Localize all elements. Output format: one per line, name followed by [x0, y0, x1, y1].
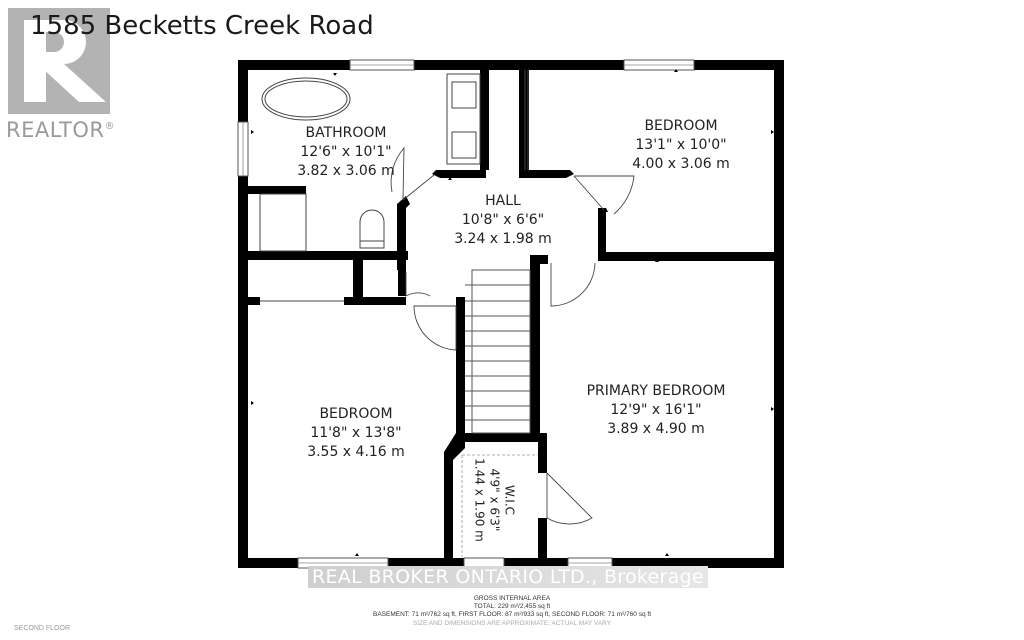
room-label-bedroom-northeast: BEDROOM 13'1" x 10'0" 4.00 x 3.06 m: [632, 117, 730, 174]
room-name: BEDROOM: [319, 406, 393, 422]
room-dimensions-metric: 3.55 x 4.16 m: [307, 444, 405, 460]
page-title: 1585 Becketts Creek Road: [30, 11, 374, 41]
logo-word: REALTOR: [6, 118, 105, 142]
area-breakdown: BASEMENT: 71 m²/762 sq ft, FIRST FLOOR: …: [372, 611, 652, 618]
dimension-markers: [251, 69, 774, 556]
area-heading: GROSS INTERNAL AREA: [473, 595, 551, 602]
registered-mark: ®: [104, 121, 115, 132]
room-dimensions-imperial: 10'8" x 6'6": [461, 212, 545, 228]
room-dimensions-imperial: 11'8" x 13'8": [310, 425, 402, 441]
room-label-wic: W.I.C 4'9" x 6'3" 1.44 x 1.90 m: [472, 458, 517, 542]
floor-name-label: SECOND FLOOR: [14, 625, 71, 632]
room-label-bathroom: BATHROOM 12'6" x 10'1" 3.82 x 3.06 m: [297, 124, 395, 181]
fixtures: [259, 70, 529, 302]
brokerage-watermark: REAL BROKER ONTARIO LTD., Brokerage: [308, 566, 708, 588]
staircase: [465, 269, 531, 434]
room-label-hall: HALL 10'8" x 6'6" 3.24 x 1.98 m: [454, 192, 552, 249]
doors: [390, 146, 635, 525]
realtor-logo-text: REALTOR®: [6, 118, 115, 142]
room-dimensions-metric: 1.44 x 1.90 m: [472, 458, 487, 542]
room-label-primary-bedroom: PRIMARY BEDROOM 12'9" x 16'1" 3.89 x 4.9…: [587, 382, 726, 439]
walls: [238, 60, 784, 568]
room-label-bedroom-southwest: BEDROOM 11'8" x 13'8" 3.55 x 4.16 m: [307, 405, 405, 462]
room-name: BATHROOM: [305, 125, 387, 141]
wic-shelf: [461, 454, 538, 557]
room-dimensions-metric: 3.82 x 3.06 m: [297, 163, 395, 179]
area-total: TOTAL: 229 m²/2,455 sq ft: [473, 603, 551, 610]
room-dimensions-metric: 4.00 x 3.06 m: [632, 156, 730, 172]
room-dimensions-metric: 3.89 x 4.90 m: [607, 421, 705, 437]
room-name: HALL: [485, 193, 521, 209]
logo-r-stem: [24, 20, 46, 102]
room-dimensions-imperial: 13'1" x 10'0": [635, 137, 727, 153]
room-name: W.I.C: [502, 484, 517, 516]
room-name: PRIMARY BEDROOM: [586, 383, 726, 399]
area-disclaimer: SIZE AND DIMENSIONS ARE APPROXIMATE, ACT…: [412, 620, 612, 627]
realtor-logo: REALTOR®: [6, 6, 116, 142]
room-dimensions-imperial: 12'9" x 16'1": [610, 402, 702, 418]
room-name: BEDROOM: [644, 118, 718, 134]
room-dimensions-imperial: 4'9" x 6'3": [487, 468, 502, 532]
room-dimensions-metric: 3.24 x 1.98 m: [454, 231, 552, 247]
room-dimensions-imperial: 12'6" x 10'1": [300, 144, 392, 160]
logo-r-bowl-inner: [46, 32, 64, 52]
